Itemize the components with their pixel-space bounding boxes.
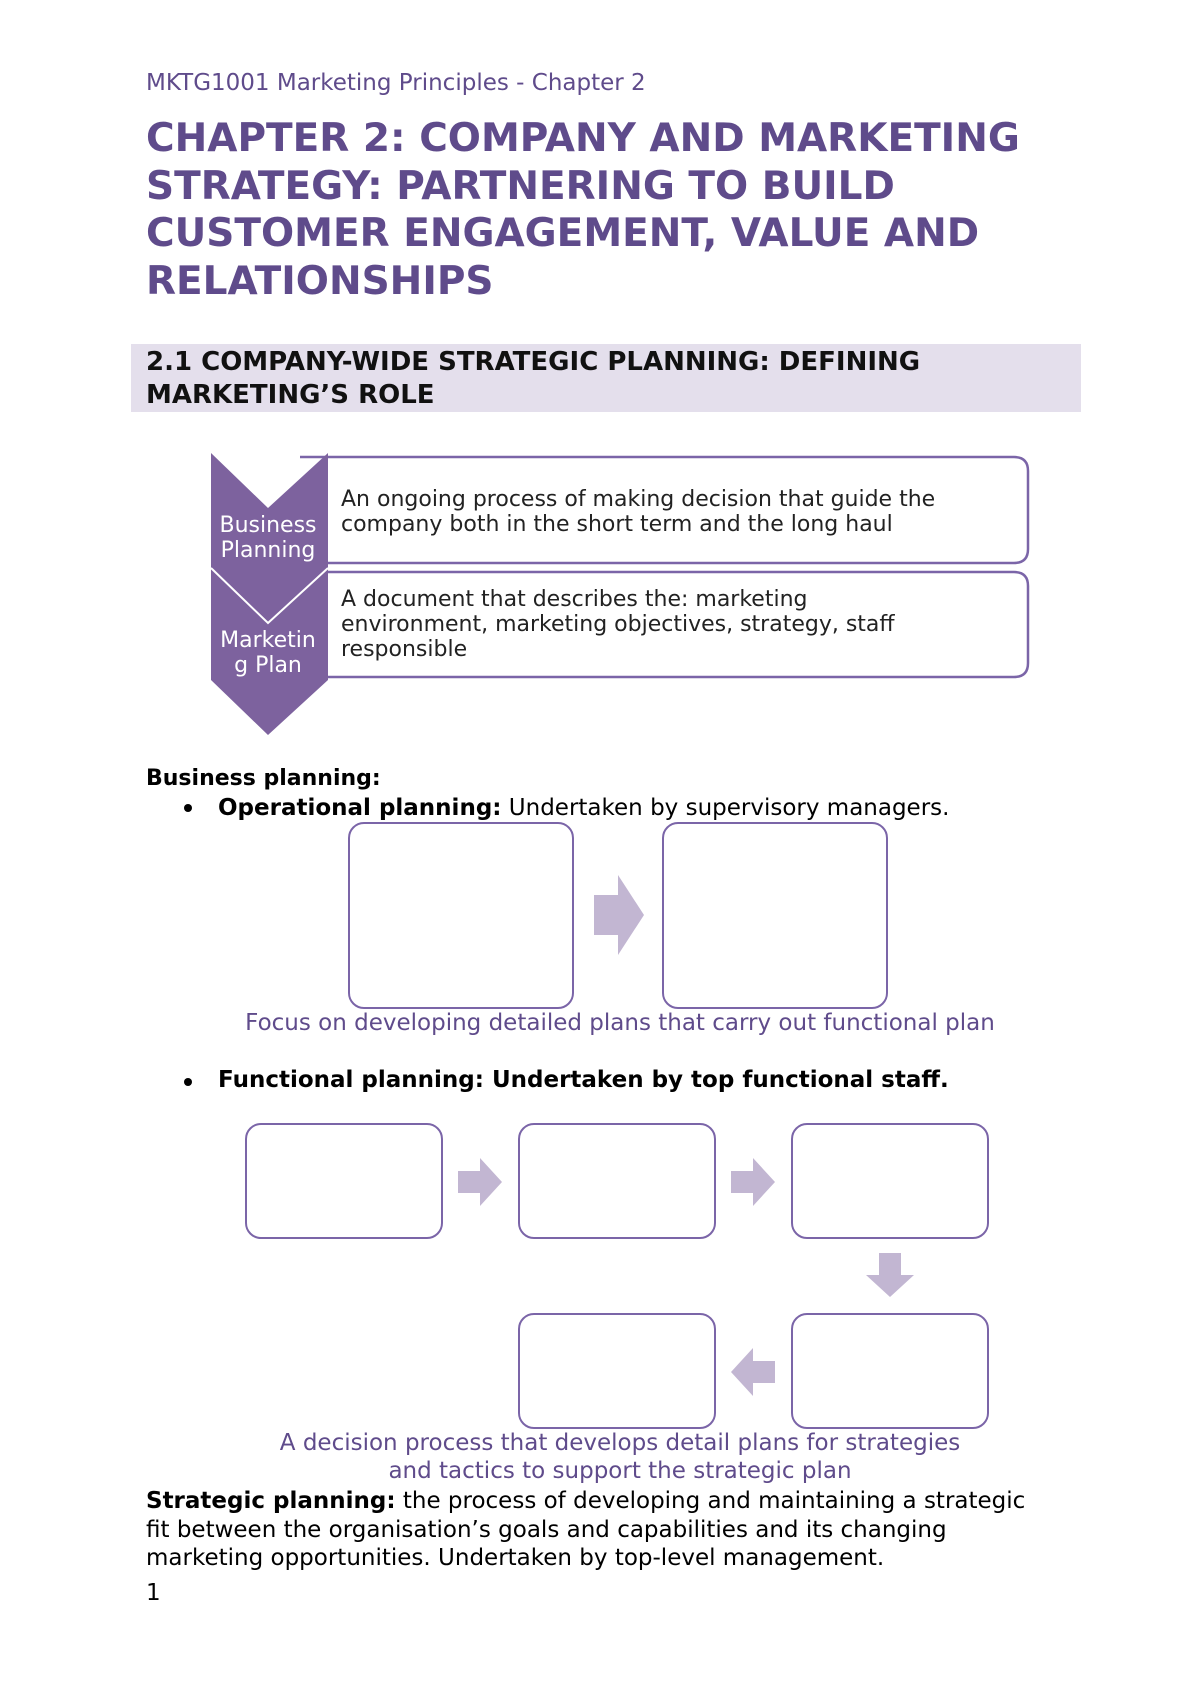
operational-step-box	[662, 822, 888, 1009]
down-arrow-icon	[866, 1253, 914, 1297]
operational-step-box	[348, 822, 574, 1009]
operational-planning-item: Operational planning: Undertaken by supe…	[218, 794, 949, 822]
operational-planning-text: Undertaken by supervisory managers.	[501, 795, 950, 821]
description-box-marketing-plan	[300, 570, 1030, 679]
functional-planning-item: Functional planning: Undertaken by top f…	[218, 1067, 949, 1093]
strategic-planning-paragraph: Strategic planning: the process of devel…	[146, 1487, 1096, 1573]
section-title-line: MARKETING’S ROLE	[146, 380, 435, 410]
chevron-label-line: g Plan	[234, 653, 302, 678]
functional-step-box	[518, 1123, 716, 1239]
running-header: MKTG1001 Marketing Principles - Chapter …	[146, 70, 646, 96]
chapter-title-line: CUSTOMER ENGAGEMENT, VALUE AND	[146, 211, 980, 256]
chapter-title-line: STRATEGY: PARTNERING TO BUILD	[146, 163, 895, 209]
chapter-title: CHAPTER 2: COMPANY AND MARKETING STRATEG…	[146, 115, 1096, 305]
chevron-label-line: Marketin	[220, 628, 316, 653]
description-line: An ongoing process of making decision th…	[341, 487, 936, 512]
operational-planning-term: Operational planning:	[218, 795, 502, 821]
left-arrow-icon	[731, 1348, 775, 1396]
functional-caption: A decision process that develops detail …	[200, 1429, 1040, 1485]
strategic-planning-text: fit between the organisation’s goals and…	[146, 1516, 947, 1543]
chapter-title-line: CHAPTER 2: COMPANY AND MARKETING	[146, 116, 1020, 161]
functional-step-box	[518, 1313, 716, 1429]
page-number: 1	[146, 1580, 161, 1606]
description-line: environment, marketing objectives, strat…	[341, 612, 895, 637]
section-title-line: 2.1 COMPANY-WIDE STRATEGIC PLANNING: DEF…	[146, 347, 921, 377]
section-title: 2.1 COMPANY-WIDE STRATEGIC PLANNING: DEF…	[146, 346, 1046, 412]
caption-line: A decision process that develops detail …	[279, 1430, 961, 1456]
chapter-title-line: RELATIONSHIPS	[146, 258, 494, 304]
description-line: responsible	[341, 637, 468, 662]
bullet-dot	[184, 1078, 192, 1086]
chevron-label-line: Planning	[220, 538, 316, 563]
section-heading-bar	[131, 344, 1081, 412]
chevron-marketing-plan	[211, 568, 328, 735]
business-planning-heading: Business planning:	[146, 766, 381, 791]
functional-step-box	[791, 1123, 989, 1239]
functional-step-box	[245, 1123, 443, 1239]
description-marketing-plan: A document that describes the: marketing…	[341, 587, 1001, 662]
functional-step-box	[791, 1313, 989, 1429]
bullet-dot	[184, 804, 192, 812]
description-line: A document that describes the: marketing	[341, 587, 808, 612]
right-arrow-icon	[731, 1158, 775, 1206]
strategic-planning-term: Strategic planning:	[146, 1488, 396, 1514]
chevron-label-business-planning: Business Planning	[211, 513, 325, 563]
caption-line: and tactics to support the strategic pla…	[388, 1458, 852, 1484]
description-box-business-planning	[300, 455, 1030, 565]
chevron-business-planning	[211, 453, 328, 625]
description-line: company both in the short term and the l…	[341, 512, 893, 537]
strategic-planning-text: the process of developing and maintainin…	[395, 1488, 1026, 1514]
right-arrow-icon	[594, 875, 644, 955]
chevron-label-line: Business	[219, 513, 317, 538]
chevron-divider	[210, 567, 329, 625]
operational-caption: Focus on developing detailed plans that …	[245, 1010, 995, 1036]
right-arrow-icon	[458, 1158, 502, 1206]
chevron-label-marketing-plan: Marketin g Plan	[211, 628, 325, 678]
description-business-planning: An ongoing process of making decision th…	[341, 487, 1001, 537]
strategic-planning-text: marketing opportunities. Undertaken by t…	[146, 1545, 885, 1571]
